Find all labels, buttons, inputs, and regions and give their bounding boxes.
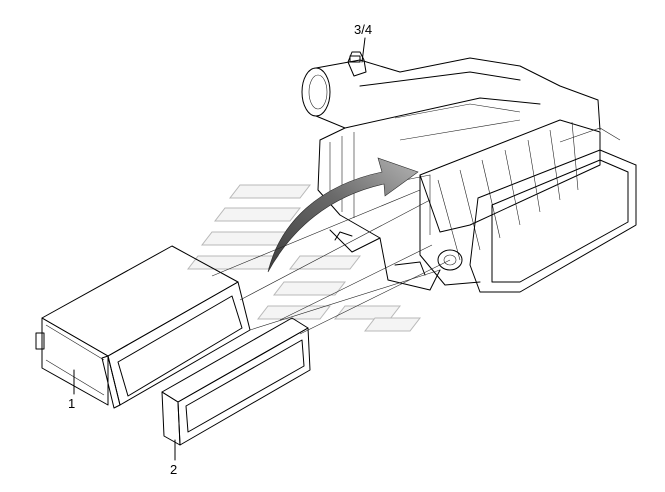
insertion-arrow	[267, 157, 419, 273]
callout-main-filter: 1	[68, 396, 75, 411]
air-filter-housing	[301, 51, 637, 293]
watermark-logo	[186, 184, 422, 332]
callout-safety-filter: 2	[170, 462, 177, 477]
callout-assembly: 3/4	[354, 22, 372, 37]
leader-line-assembly	[361, 37, 366, 63]
main-filter-element	[35, 245, 251, 409]
safety-filter-element	[161, 317, 311, 446]
alignment-guides	[211, 189, 451, 335]
